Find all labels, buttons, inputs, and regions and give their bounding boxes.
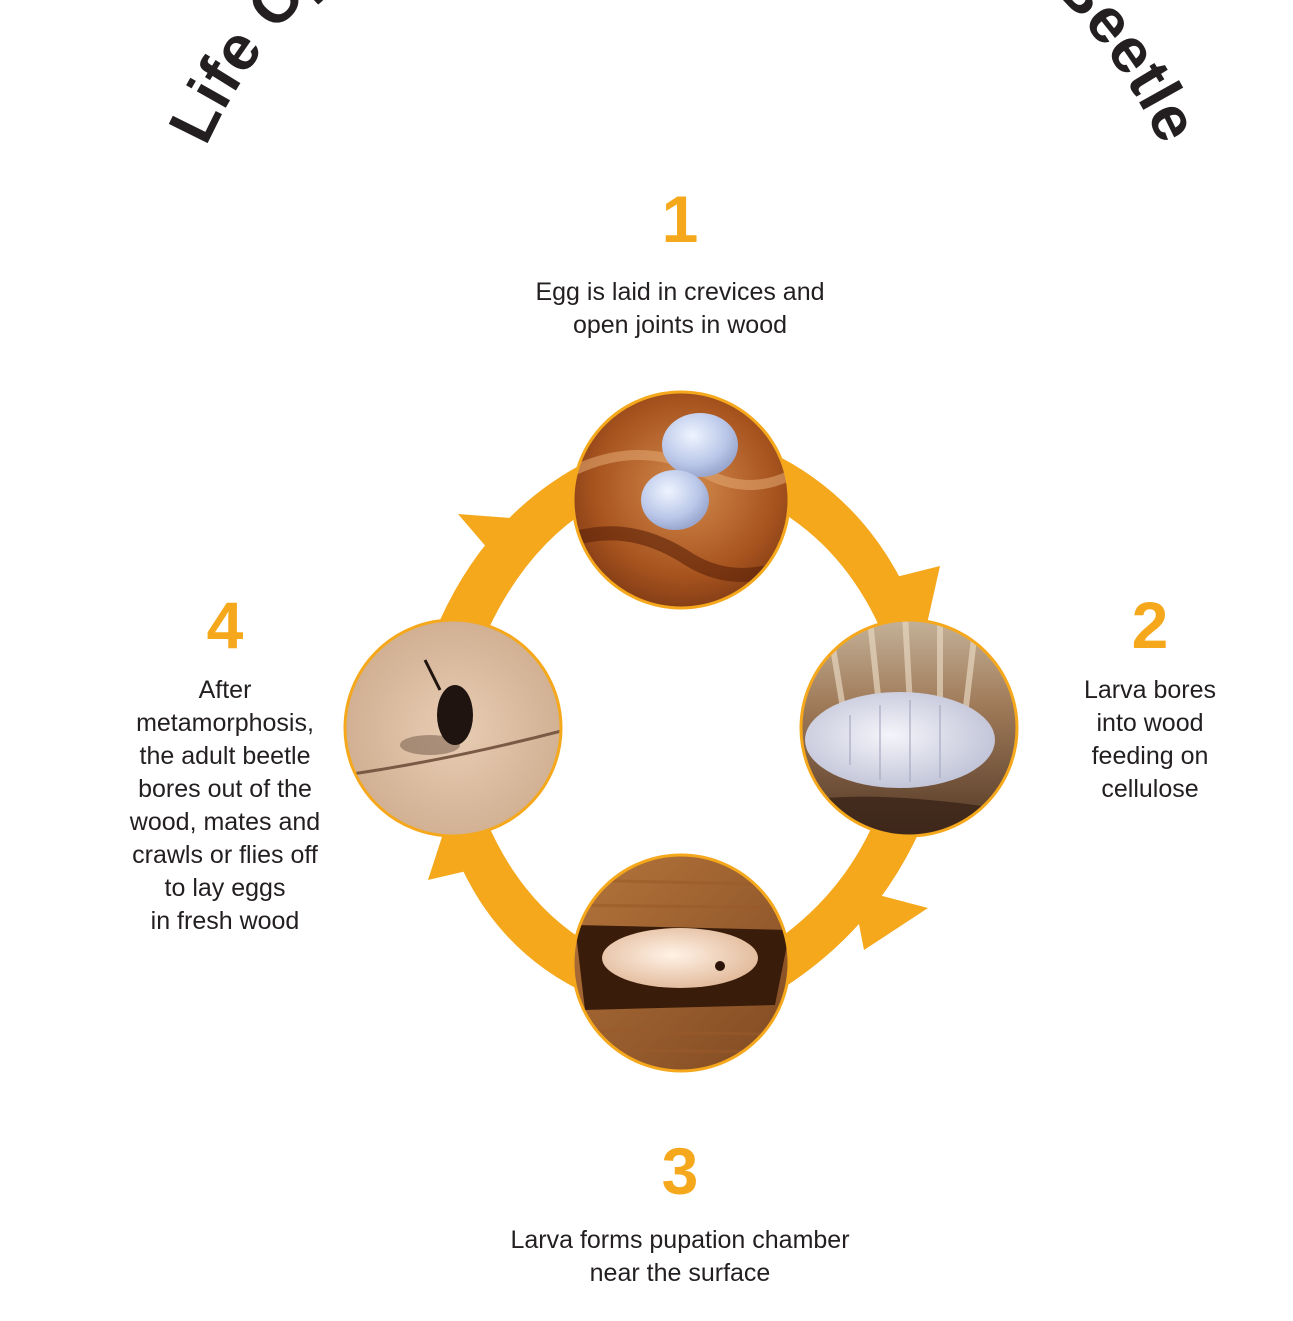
arrowhead-4-to-1-icon — [458, 514, 536, 570]
step-3-description: Larva forms pupation chamber near the su… — [510, 1226, 850, 1287]
step-2-number: 2 — [1131, 588, 1169, 662]
adult-beetle-photo — [343, 618, 563, 838]
step-3-number: 3 — [661, 1134, 699, 1208]
step-4-number: 4 — [206, 588, 244, 662]
pupa-photo — [571, 853, 791, 1073]
arrowhead-2-to-3-icon — [852, 888, 928, 950]
arrow-4-to-1 — [440, 460, 604, 630]
larva-photo — [799, 618, 1019, 838]
title-text: Life Cycle of Common Furniture Beetle — [156, 0, 1212, 153]
step-1-number: 1 — [661, 182, 699, 256]
step-1-description: Egg is laid in crevices and open joints … — [535, 278, 825, 339]
step-1: 1 Egg is laid in crevices and open joint… — [430, 186, 930, 342]
step-2-description: Larva bores into wood feeding on cellulo… — [1083, 676, 1217, 803]
step-3: 3 Larva forms pupation chamber near the … — [430, 1138, 930, 1290]
step-4-description: After metamorphosis, the adult beetle bo… — [129, 676, 321, 935]
egg-photo — [571, 390, 791, 610]
step-2: 2 Larva bores into wood feeding on cellu… — [1050, 592, 1250, 806]
arrow-2-to-3 — [765, 820, 928, 990]
step-4: 4 After metamorphosis, the adult beetle … — [100, 592, 350, 938]
page-title: Life Cycle of Common Furniture Beetle — [156, 0, 1213, 153]
